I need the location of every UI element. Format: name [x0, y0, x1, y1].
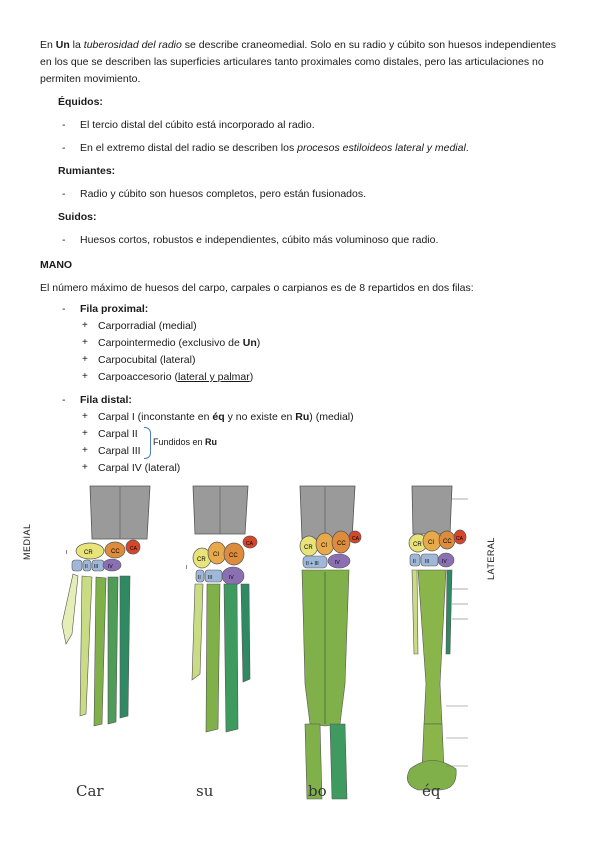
intro-un: Un [55, 39, 70, 51]
suid-hand: CR CI CC CA II III IV I [186, 485, 258, 733]
svg-text:CR: CR [304, 545, 313, 551]
caption-eq: éq [422, 782, 441, 800]
svg-text:III: III [94, 564, 98, 570]
caption-bo: bo [308, 782, 327, 800]
bullet-plus: + [82, 428, 88, 439]
mano-heading: MANO [40, 259, 73, 271]
caption-su: su [196, 782, 214, 800]
rumiantes-item-1: Radio y cúbito son huesos completos, per… [80, 188, 367, 200]
intro-text-2: la [69, 39, 84, 51]
svg-text:CI: CI [321, 543, 327, 549]
svg-text:CR: CR [84, 550, 93, 556]
proximal-item-ci: Carpointermedio (exclusivo de Un) [98, 337, 261, 349]
distal-item-carpal-3: Carpal III [98, 445, 141, 457]
proximal-item-cr: Carporradial (medial) [98, 320, 197, 332]
svg-text:III: III [425, 559, 429, 565]
rumiantes-heading: Rumiantes: [58, 165, 116, 177]
svg-text:IV: IV [108, 564, 113, 570]
distal-item-carpal-4: Carpal IV (lateral) [98, 462, 181, 474]
proximal-item-cc: Carpocubital (lateral) [98, 354, 196, 366]
suidos-item-1: Huesos cortos, robustos e independientes… [80, 234, 439, 246]
lateral-label: LATERAL [486, 537, 496, 580]
intro-paragraph: En Un la tuberosidad del radio se descri… [40, 37, 565, 88]
svg-text:IV: IV [442, 559, 447, 565]
bullet-dash: - [62, 188, 66, 200]
bullet-dash: - [62, 303, 66, 315]
svg-text:IV: IV [229, 575, 234, 581]
svg-text:CC: CC [229, 553, 238, 559]
equidos-item-1: El tercio distal del cúbito está incorpo… [80, 119, 315, 131]
caption-car: Car [76, 782, 104, 800]
svg-text:CC: CC [337, 541, 346, 547]
equidos-item-2: En el extremo distal del radio se descri… [80, 142, 469, 154]
bovine-hand: CR CI CC CA II + III IV [299, 485, 362, 800]
bullet-dash: - [62, 394, 66, 406]
fila-distal-heading: Fila distal: [80, 394, 132, 406]
intro-text-3: se describe craneomedial. Solo en su rad… [40, 39, 557, 85]
svg-text:I: I [186, 565, 187, 571]
bullet-plus: + [82, 320, 88, 331]
svg-text:CI: CI [213, 552, 219, 558]
mano-intro: El número máximo de huesos del carpo, ca… [40, 282, 474, 294]
distal-item-carpal-1: Carpal I (inconstante en éq y no existe … [98, 411, 354, 423]
bullet-dash: - [62, 119, 66, 131]
bullet-plus: + [82, 354, 88, 365]
bullet-plus: + [82, 445, 88, 456]
fundidos-note: Fundidos en Ru [153, 437, 218, 447]
intro-text-1: En [40, 39, 56, 51]
svg-text:CC: CC [111, 549, 120, 555]
bullet-plus: + [82, 411, 88, 422]
bullet-plus: + [82, 462, 88, 473]
carnivore-hand: CR CC CA II III IV I [61, 485, 151, 727]
svg-text:CA: CA [130, 546, 138, 552]
svg-text:CA: CA [456, 536, 464, 542]
svg-text:II: II [413, 559, 416, 565]
svg-text:I: I [66, 550, 67, 556]
svg-text:II + III: II + III [306, 561, 319, 567]
svg-text:CA: CA [246, 541, 254, 547]
bullet-plus: + [82, 337, 88, 348]
svg-text:II: II [198, 575, 201, 581]
equidos-heading: Équidos: [58, 96, 103, 108]
svg-text:CI: CI [428, 540, 434, 546]
bullet-dash: - [62, 142, 66, 154]
medial-label: MEDIAL [22, 523, 32, 560]
fused-brace [144, 427, 151, 459]
svg-text:CC: CC [443, 539, 452, 545]
svg-text:CR: CR [197, 557, 206, 563]
intro-tuberosidad: tuberosidad del radio [83, 39, 182, 51]
fila-proximal-heading: Fila proximal: [80, 303, 149, 315]
bullet-dash: - [62, 234, 66, 246]
carpal-bones-figure: CR CC CA II III IV I CR CI CC CA [61, 485, 468, 800]
svg-text:CA: CA [352, 536, 360, 542]
svg-text:IV: IV [335, 560, 340, 566]
svg-text:CR: CR [413, 542, 422, 548]
proximal-item-ca: Carpoaccesorio (lateral y palmar) [98, 371, 254, 383]
distal-item-carpal-2: Carpal II [98, 428, 138, 440]
bullet-plus: + [82, 371, 88, 382]
suidos-heading: Suidos: [58, 211, 97, 223]
svg-text:II: II [85, 564, 88, 570]
svg-text:III: III [208, 575, 212, 581]
equine-hand: CR CI CC CA II III IV [407, 485, 468, 791]
